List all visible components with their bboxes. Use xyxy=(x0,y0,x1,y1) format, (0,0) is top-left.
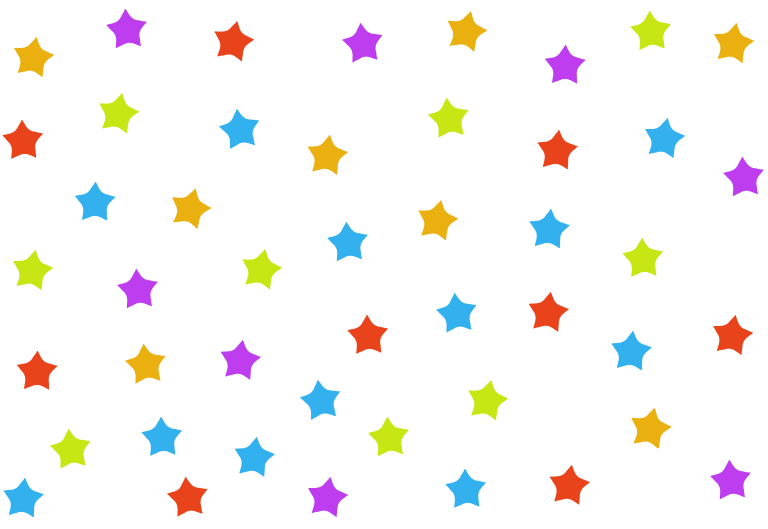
purple-star-icon xyxy=(117,269,158,309)
purple-star-icon xyxy=(723,157,764,197)
orange-star-icon xyxy=(447,11,487,52)
red-star-icon xyxy=(17,351,58,390)
orange-star-icon xyxy=(631,408,671,449)
red-star-icon xyxy=(528,292,569,332)
red-star-icon xyxy=(214,21,254,62)
lime-star-icon xyxy=(13,250,53,290)
blue-star-icon xyxy=(219,109,259,149)
purple-star-icon xyxy=(308,477,348,517)
purple-star-icon xyxy=(342,23,383,63)
orange-star-icon xyxy=(172,188,211,229)
purple-star-icon xyxy=(106,9,147,49)
blue-star-icon xyxy=(611,331,652,371)
blue-star-icon xyxy=(327,222,368,262)
lime-star-icon xyxy=(242,249,282,290)
orange-star-icon xyxy=(307,135,348,175)
red-star-icon xyxy=(549,465,590,505)
purple-star-icon xyxy=(545,45,586,84)
lime-star-icon xyxy=(630,11,671,50)
purple-star-icon xyxy=(710,460,751,500)
blue-star-icon xyxy=(645,118,685,158)
blue-star-icon xyxy=(436,293,477,333)
blue-star-icon xyxy=(300,380,340,420)
red-star-icon xyxy=(347,315,388,354)
lime-star-icon xyxy=(428,98,469,138)
orange-star-icon xyxy=(418,200,458,241)
purple-star-icon xyxy=(220,340,261,380)
blue-star-icon xyxy=(141,417,182,456)
lime-star-icon xyxy=(468,380,508,421)
lime-star-icon xyxy=(368,417,409,457)
lime-star-icon xyxy=(50,429,91,469)
red-star-icon xyxy=(713,315,753,355)
lime-star-icon xyxy=(99,93,139,134)
blue-star-icon xyxy=(234,437,275,477)
red-star-icon xyxy=(2,120,43,159)
blue-star-icon xyxy=(445,469,486,508)
orange-star-icon xyxy=(714,23,754,63)
orange-star-icon xyxy=(125,344,166,384)
red-star-icon xyxy=(537,130,578,170)
blue-star-icon xyxy=(75,182,116,221)
red-star-icon xyxy=(167,477,208,517)
lime-star-icon xyxy=(622,238,663,277)
blue-star-icon xyxy=(3,478,44,518)
blue-star-icon xyxy=(529,209,570,249)
orange-star-icon xyxy=(14,37,54,77)
